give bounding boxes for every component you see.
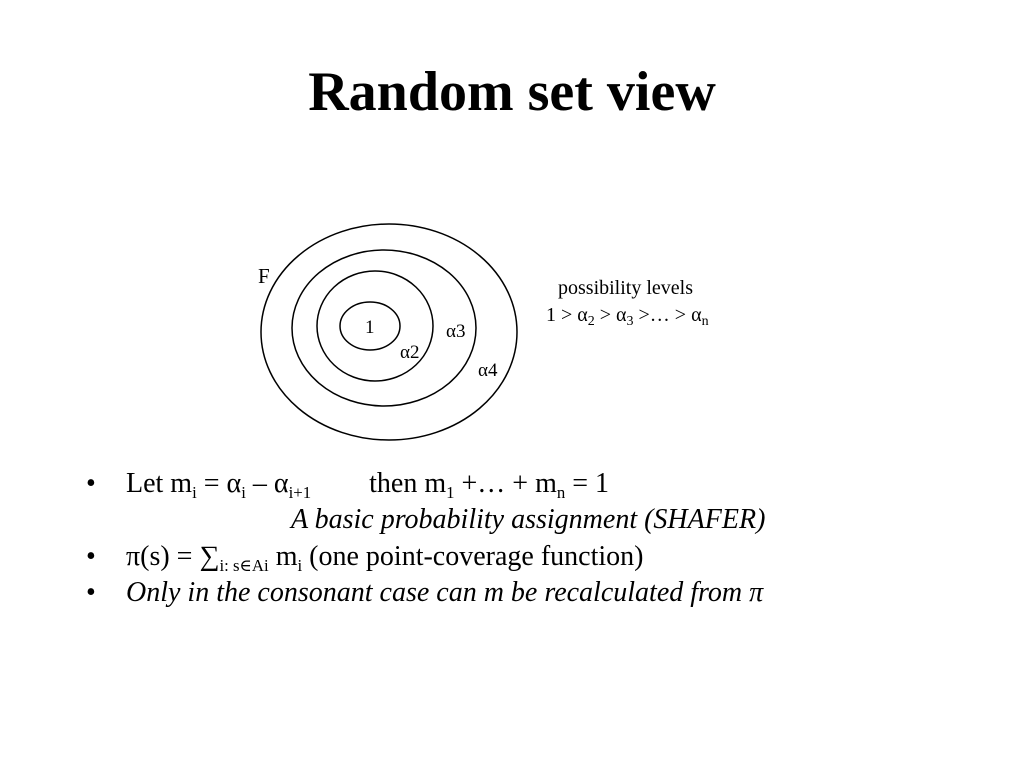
slide-title: Random set view xyxy=(308,61,716,123)
alpha3-set xyxy=(291,249,477,407)
possibility-levels-order: 1 > α2 > α3 >… > αn xyxy=(546,304,709,329)
alpha2-set xyxy=(316,270,434,382)
possibility-levels-title: possibility levels xyxy=(558,277,693,299)
label-alpha2: α2 xyxy=(400,342,419,363)
bullet-coverage-function: • π(s) = ∑i: s∈Ai mi (one point-coverage… xyxy=(86,540,644,575)
label-alpha3: α3 xyxy=(446,321,465,342)
label-alpha4: α4 xyxy=(478,360,498,381)
core-set xyxy=(339,301,401,351)
label-core: 1 xyxy=(365,317,375,338)
bpa-note: A basic probability assignment (SHAFER) xyxy=(291,504,766,536)
bullet-dot: • xyxy=(86,468,96,499)
bullet-dot: • xyxy=(86,540,96,572)
bullet-consonant-case: • Only in the consonant case can m be re… xyxy=(86,575,986,611)
bullet-dot: • xyxy=(86,577,96,609)
outer-set-F xyxy=(260,223,518,441)
label-F: F xyxy=(258,264,270,288)
